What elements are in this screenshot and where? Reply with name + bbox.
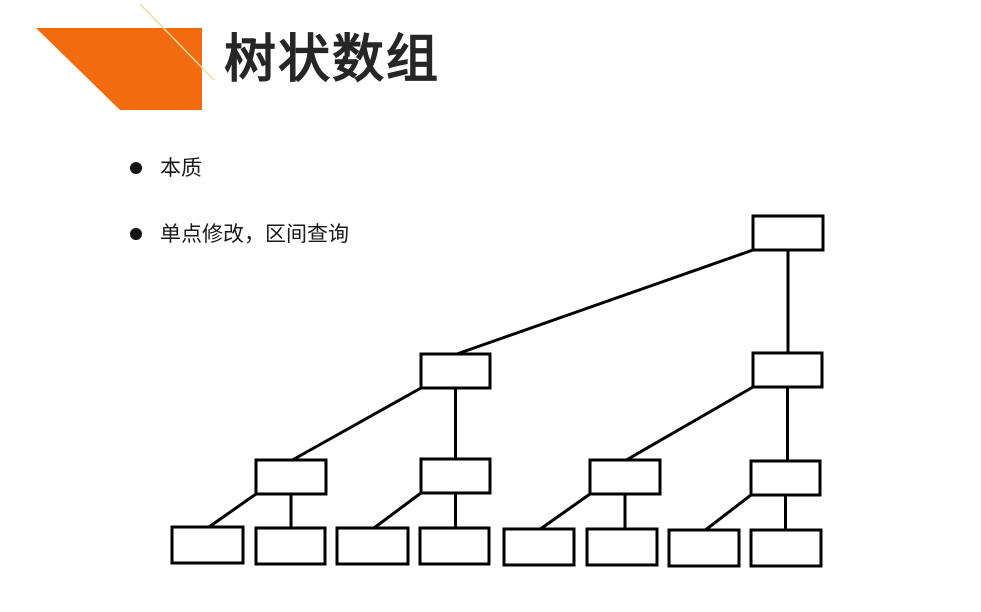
tree-edge-l1-c-to-leaf-5 [539,492,591,531]
orange-parallelogram [36,28,202,110]
tree-node-l1-a [254,458,328,496]
tree-edge-l1-b-to-leaf-3 [373,491,422,530]
bullet-list: 本质 单点修改，区间查询 [130,152,349,284]
tree-node-leaf-6 [585,527,659,567]
decorative-diagonal-line [139,3,215,81]
tree-node-leaf-7 [667,528,741,568]
bullet-text: 单点修改，区间查询 [160,222,349,246]
tree-node-l2-a [419,352,492,390]
tree-edge-l1-d-to-leaf-7 [704,493,752,532]
tree-node-l1-d [749,459,822,497]
tree-node-root [751,214,825,252]
tree-edge-root-to-l2-a [456,248,754,356]
bullet-item: 本质 [130,152,349,218]
tree-nodes [170,214,825,568]
tree-node-l1-c [588,458,662,496]
tree-node-leaf-3 [335,526,410,566]
tree-node-leaf-5 [502,527,576,567]
tree-edge-l2-a-to-l1-a [291,386,422,462]
tree-edge-l1-a-to-leaf-1 [208,492,257,529]
tree-node-leaf-4 [418,526,491,566]
tree-edges [208,248,790,532]
bullet-dot-icon [130,162,142,174]
tree-node-l1-b [419,457,492,495]
tree-node-leaf-2 [254,526,327,566]
tree-edge-l2-b-to-l1-c [625,385,754,462]
bullet-text: 本质 [160,156,202,180]
slide-title: 树状数组 [224,30,441,90]
tree-node-l2-b [751,351,824,389]
tree-node-leaf-8 [749,528,823,568]
bullet-item: 单点修改，区间查询 [130,218,349,284]
bullet-dot-icon [130,228,142,240]
tree-node-leaf-1 [170,525,245,565]
